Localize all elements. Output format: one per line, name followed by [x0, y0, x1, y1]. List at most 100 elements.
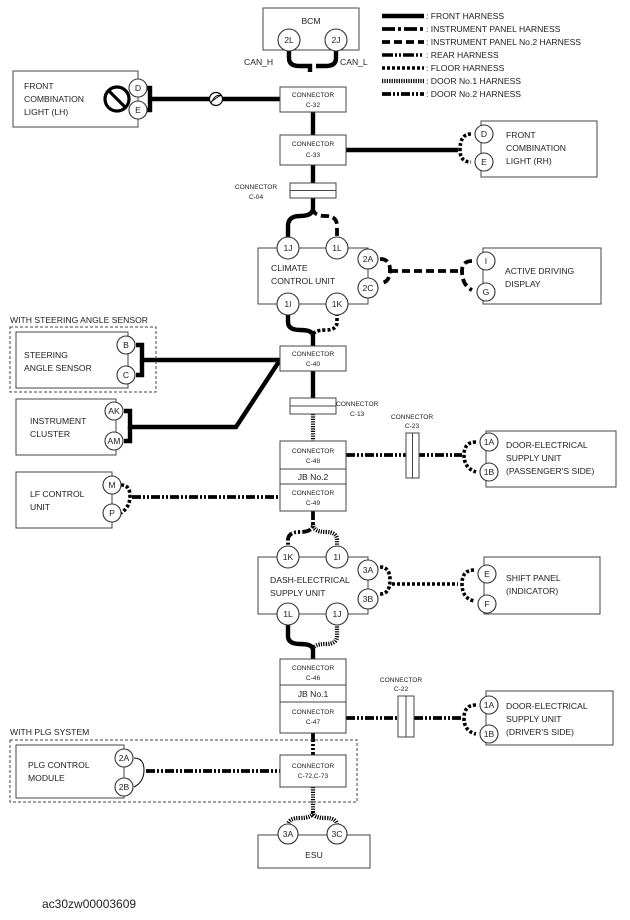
- ccu-pin-2c: [357, 277, 379, 299]
- c32-top: CONNECTOR: [292, 92, 335, 99]
- bcm-pin-2l-label: 2L: [284, 35, 294, 45]
- flc-lh-pin-e-label: E: [135, 105, 141, 115]
- connector-c13: CONNECTOR C-13: [289, 397, 379, 418]
- ccu-pin-2a: [357, 248, 379, 270]
- lf-control-unit: LF CONTROL UNIT M P: [15, 471, 122, 529]
- flc-lh-pin-d: [128, 78, 148, 98]
- sas-pin-b: [116, 335, 136, 355]
- desu-drv-line-2: SUPPLY UNIT: [506, 714, 562, 724]
- lf-pin-p-label: P: [109, 508, 115, 518]
- lf-line-1: LF CONTROL: [30, 489, 85, 499]
- cluster-pin-ak-label: AK: [108, 406, 120, 416]
- connector-c32: CONNECTOR C-32: [279, 86, 347, 113]
- bcm-pin-2j: [324, 28, 348, 52]
- flc-lh-line-2: COMBINATION: [24, 94, 84, 104]
- shift-pin-e-label: E: [484, 569, 490, 579]
- prohibited-icon: [103, 85, 131, 113]
- figure-id: ac30zw00003609: [42, 897, 136, 911]
- c33-bottom: C-33: [306, 152, 321, 159]
- connector-c22: CONNECTOR C-22: [380, 677, 422, 738]
- c46-top: CONNECTOR: [292, 665, 335, 672]
- dash-line-1: DASH-ELECTRICAL: [270, 575, 350, 585]
- c13-top: CONNECTOR: [336, 401, 379, 408]
- cluster-pin-am-label: AM: [108, 436, 121, 446]
- desu-drv-line-3: (DRIVER'S SIDE): [506, 727, 574, 737]
- ccu-pin-1k: [325, 292, 349, 316]
- desu-drv-pin-1b-label: 1B: [484, 729, 495, 739]
- desu-drv-line-1: DOOR-ELECTRICAL: [506, 701, 588, 711]
- dash-pin-1k-label: 1K: [283, 552, 294, 562]
- flc-lh-pin-d-label: D: [135, 83, 141, 93]
- flc-rh-line-2: COMBINATION: [506, 143, 566, 153]
- flc-lh-line-3: LIGHT (LH): [24, 107, 68, 117]
- desu-drv-pin-1a-label: 1A: [484, 700, 495, 710]
- dash-pin-1l: [276, 602, 300, 626]
- ccu-line-2: CONTROL UNIT: [271, 276, 336, 286]
- plg-control-module-group: WITH PLG SYSTEM PLG CONTROL MODULE 2A 2B: [9, 727, 358, 803]
- c23-bottom: C-23: [405, 423, 420, 430]
- active-driving-display: ACTIVE DRIVING DISPLAY I G: [476, 247, 602, 305]
- connector-c48: CONNECTOR C-48: [279, 440, 347, 470]
- c22-bottom: C-22: [394, 686, 409, 693]
- connector-c33: CONNECTOR C-33: [279, 134, 347, 166]
- ccu-pin-1j: [276, 236, 300, 260]
- bcm-pin-2j-label: 2J: [331, 35, 340, 45]
- wires: [119, 51, 477, 827]
- c47-bottom: C-47: [306, 719, 321, 726]
- lf-line-2: UNIT: [30, 502, 51, 512]
- c46-bottom: C-46: [306, 675, 321, 682]
- steering-group-label: WITH STEERING ANGLE SENSOR: [10, 315, 148, 325]
- sas-line-2: ANGLE SENSOR: [24, 363, 92, 373]
- desu-drv-pin-1a: [479, 695, 499, 715]
- front-combination-light-rh: FRONT COMBINATION LIGHT (RH) D E: [474, 120, 598, 178]
- c04-top: CONNECTOR: [235, 184, 278, 191]
- shift-pin-f-label: F: [484, 599, 489, 609]
- plg-pin-2a: [114, 748, 134, 768]
- c04-bottom: C-04: [249, 194, 264, 201]
- flc-rh-pin-d: [474, 124, 494, 144]
- legend-floor: : FLOOR HARNESS: [426, 63, 505, 73]
- lf-pin-p: [102, 503, 122, 523]
- flc-rh-pin-e: [474, 152, 494, 172]
- ccu-line-1: CLIMATE: [271, 263, 308, 273]
- ccu-pin-2a-label: 2A: [363, 254, 374, 264]
- can-l-label: CAN_L: [340, 57, 368, 67]
- legend-instrument-panel-2: : INSTRUMENT PANEL No.2 HARNESS: [426, 37, 581, 47]
- jb2-label: JB No.2: [298, 472, 329, 482]
- lf-pin-m-label: M: [108, 480, 115, 490]
- esu-pin-3c-label: 3C: [332, 829, 343, 839]
- legend-door-2: : DOOR No.2 HARNESS: [426, 89, 521, 99]
- shift-pin-e: [477, 564, 497, 584]
- dash-pin-3a-label: 3A: [363, 565, 374, 575]
- dash-pin-1j: [325, 602, 349, 626]
- instrument-cluster: INSTRUMENT CLUSTER AK AM: [15, 398, 124, 456]
- c40-bottom: C-40: [306, 361, 321, 368]
- plg-pin-2a-label: 2A: [119, 753, 130, 763]
- cluster-pin-am: [104, 431, 124, 451]
- dash-pin-3a: [357, 559, 379, 581]
- ccu-pin-1j-label: 1J: [283, 243, 292, 253]
- desu-pass-pin-1a: [479, 432, 499, 452]
- legend: : FRONT HARNESS : INSTRUMENT PANEL HARNE…: [382, 11, 581, 99]
- legend-instrument-panel: : INSTRUMENT PANEL HARNESS: [426, 24, 561, 34]
- sas-pin-b-label: B: [123, 340, 129, 350]
- c32-bottom: C-32: [306, 102, 321, 109]
- legend-front: : FRONT HARNESS: [426, 11, 504, 21]
- desu-pass-line-3: (PASSENGER'S SIDE): [506, 466, 595, 476]
- dash-pin-1i-label: 1I: [333, 552, 340, 562]
- door-electrical-supply-unit-driver: DOOR-ELECTRICAL SUPPLY UNIT (DRIVER'S SI…: [479, 690, 614, 746]
- plg-line-2: MODULE: [28, 773, 65, 783]
- ccu-pin-2c-label: 2C: [363, 283, 374, 293]
- plg-pin-2b: [114, 777, 134, 797]
- add-pin-g: [476, 282, 496, 302]
- jb1-label: JB No.1: [298, 689, 329, 699]
- desu-pass-pin-1a-label: 1A: [484, 437, 495, 447]
- flc-rh-line-3: LIGHT (RH): [506, 156, 552, 166]
- cluster-line-1: INSTRUMENT: [30, 416, 87, 426]
- add-line-1: ACTIVE DRIVING: [505, 266, 575, 276]
- esu-pin-3c: [326, 823, 348, 845]
- dash-pin-1j-label: 1J: [332, 609, 341, 619]
- bcm: BCM 2L 2J CAN_H CAN_L: [244, 7, 368, 67]
- connector-c23: CONNECTOR C-23: [391, 414, 433, 479]
